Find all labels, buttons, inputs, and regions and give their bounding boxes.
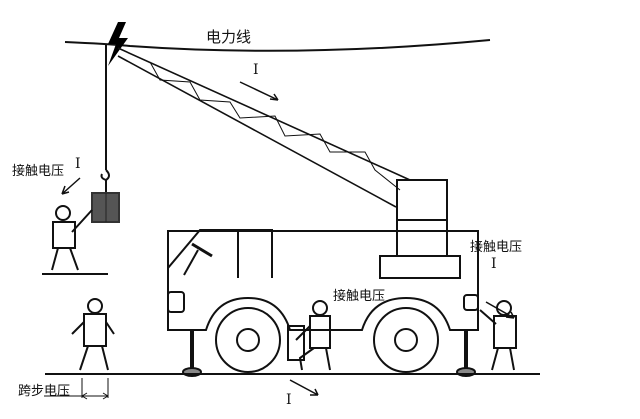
current-label-boom: I [253, 62, 259, 78]
contact-voltage-label-rear: 接触电压 [470, 240, 523, 255]
current-label-ground: I [286, 392, 292, 408]
worker-walking [71, 298, 115, 371]
wheels [215, 307, 439, 373]
truck [167, 229, 479, 331]
lightning-icon [108, 22, 128, 66]
contact-voltage-label-load: 接触电压 [12, 164, 65, 179]
truck-step [287, 325, 305, 361]
crane-column [379, 179, 461, 279]
hoist-cable-and-hook [100, 45, 110, 193]
contact-voltage-label-middle: 接触电压 [333, 289, 386, 304]
current-label-load: I [75, 156, 81, 172]
worker-touching-truck [479, 300, 517, 371]
step-voltage-label: 跨步电压 [18, 384, 71, 399]
power-line [64, 39, 491, 52]
step-distance-marker [44, 378, 109, 400]
current-label-rear: I [491, 256, 497, 272]
power-line-label: 电力线 [206, 28, 252, 46]
worker-holding-load [51, 205, 93, 271]
worker-stepping-on-truck [295, 300, 331, 371]
crane-boom [117, 47, 411, 208]
current-arrows [61, 81, 515, 396]
